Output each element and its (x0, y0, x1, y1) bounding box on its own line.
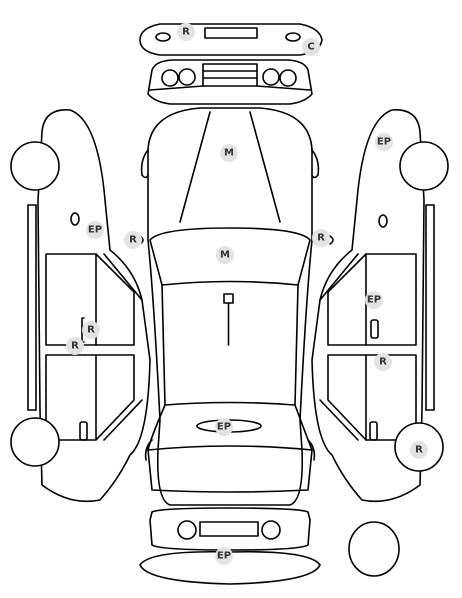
svg-text:R: R (317, 233, 325, 244)
badge-right-rear-wheel-r[interactable]: R (410, 441, 428, 459)
svg-text:R: R (71, 341, 79, 352)
svg-text:EP: EP (88, 225, 102, 236)
badge-front-bumper-r[interactable]: R (177, 23, 195, 41)
badge-trunk-ep[interactable]: EP (215, 418, 233, 436)
badge-roof-m[interactable]: M (216, 246, 234, 264)
car-top-view (140, 107, 320, 506)
badge-right-front-door-ep[interactable]: EP (365, 291, 383, 309)
badge-right-mirror-r[interactable]: R (312, 229, 330, 247)
front-bumper (139, 23, 323, 56)
svg-text:EP: EP (377, 137, 391, 148)
badge-left-door-r-1[interactable]: R (82, 321, 100, 339)
svg-text:EP: EP (367, 295, 381, 306)
svg-text:M: M (220, 250, 230, 261)
car-left-side (10, 109, 151, 503)
svg-text:R: R (129, 235, 137, 246)
svg-text:R: R (415, 445, 423, 456)
svg-text:EP: EP (217, 551, 231, 562)
spare-tire (348, 521, 400, 577)
svg-text:EP: EP (217, 422, 231, 433)
badge-right-front-fender-ep[interactable]: EP (375, 133, 393, 151)
svg-text:R: R (182, 27, 190, 38)
badge-rear-bumper-ep[interactable]: EP (215, 547, 233, 565)
svg-text:M: M (224, 148, 234, 159)
badge-hood-m[interactable]: M (220, 144, 238, 162)
badge-left-front-fender-ep[interactable]: EP (86, 221, 104, 239)
badge-left-door-r-2[interactable]: R (66, 337, 84, 355)
rear-section (139, 507, 321, 585)
badge-front-bumper-c[interactable]: C (302, 38, 320, 56)
badge-right-rear-door-r[interactable]: R (374, 353, 392, 371)
svg-text:R: R (87, 325, 95, 336)
svg-text:R: R (379, 357, 387, 368)
front-grille (147, 59, 313, 105)
svg-text:C: C (307, 42, 314, 53)
badge-left-mirror-r[interactable]: R (124, 231, 142, 249)
